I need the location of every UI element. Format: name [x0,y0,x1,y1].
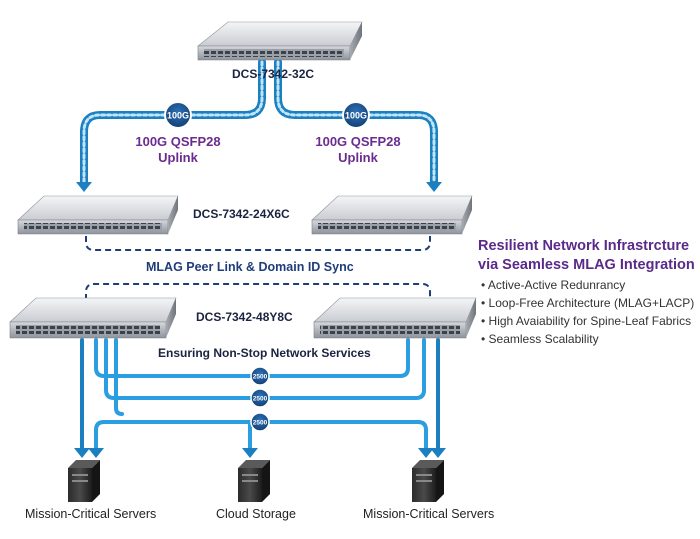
mlag-peer-link-top [85,236,431,251]
link-badge-3-text: 2500 [253,420,268,427]
uplink-label-left-line2: Uplink [158,150,198,165]
leaf-switch-48y8c-left [9,297,177,339]
features-title-line1: Resilient Network Infrastrcture [478,238,690,254]
link-badge-1-text: 2500 [253,374,268,381]
endpoint-label-storage: Cloud Storage [216,507,296,521]
uplink-left-arrow [76,182,92,192]
uplink-label-right: 100G QSFP28 Uplink [308,134,408,166]
features-title-line2: via Seamless MLAG Integration [478,257,695,273]
uplink-badge-right-text: 100G [345,111,367,121]
leaf-switch-24x6c-right [311,195,473,235]
mlag-peer-links [85,236,431,300]
mlag-peer-link-bottom [85,283,431,300]
feature-item: Active-Active Redunrancy [481,276,694,294]
feature-item: Loop-Free Architecture (MLAG+LACP) [481,294,695,312]
uplink-badge-left-text: 100G [167,111,189,121]
leaf-switch-48y8c-right [313,297,477,339]
uplink-paths [76,58,442,192]
storage-icon [238,460,270,502]
arrow-left-server [74,448,90,458]
uplink-label-left-line1: 100G QSFP28 [135,134,221,149]
spine-model-label: DCS-7342-32C [232,67,315,81]
arrow-right-server [418,448,434,458]
link-badge-3: 2500 [250,412,270,432]
arrow-storage [242,448,258,458]
server-icon-right [412,460,444,502]
link-badge-2: 2500 [250,388,270,408]
leaf-tier2-model-label: DCS-7342-48Y8C [196,310,293,324]
link-badge-1: 2500 [250,366,270,386]
features-title: Resilient Network Infrastrcture via Seam… [478,237,695,275]
arrow-left-server-2 [88,448,104,458]
feature-item: Seamless Scalability [481,330,694,348]
uplink-right-arrow [426,182,442,192]
leaf-switch-24x6c-left [17,195,179,235]
endpoint-label-left: Mission-Critical Servers [25,507,157,521]
uplink-badge-left: 100G [164,101,192,129]
leaf-tier1-model-label: DCS-7342-24X6C [193,207,290,221]
server-icon-left [68,460,100,502]
spine-switch [197,21,363,61]
uplink-badge-right: 100G [342,101,370,129]
uplink-label-left: 100G QSFP28 Uplink [128,134,228,166]
feature-item: High Avaiability for Spine-Leaf Fabrics [481,312,694,330]
link-badge-2-text: 2500 [253,396,268,403]
features-list: Active-Active Redunrancy Loop-Free Archi… [481,276,694,348]
arrow-right-server-2 [430,448,446,458]
non-stop-caption: Ensuring Non-Stop Network Services [158,346,371,360]
mlag-peer-link-label: MLAG Peer Link & Domain ID Sync [146,260,354,274]
uplink-label-right-line2: Uplink [338,150,378,165]
endpoint-label-right: Mission-Critical Servers [363,507,495,521]
uplink-label-right-line1: 100G QSFP28 [315,134,401,149]
